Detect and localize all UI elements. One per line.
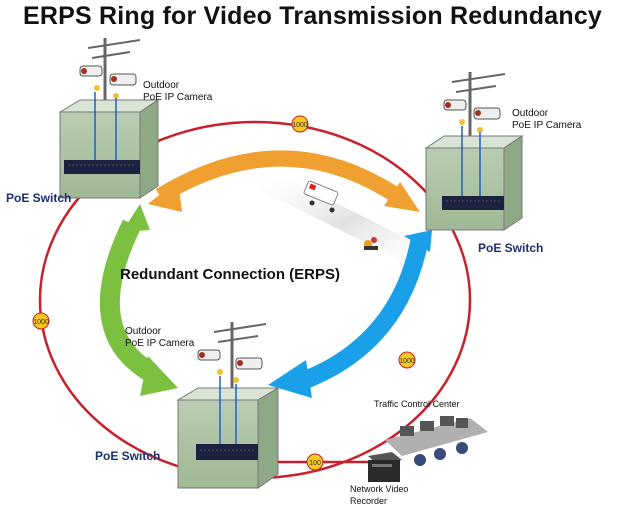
page-title: ERPS Ring for Video Transmission Redunda… bbox=[22, 2, 603, 30]
poe-switch-device bbox=[442, 196, 504, 210]
cabinet bbox=[424, 126, 524, 231]
cabinet bbox=[58, 92, 160, 199]
camera-icon bbox=[197, 349, 263, 383]
camera-label-line2: PoE IP Camera bbox=[125, 338, 195, 349]
control-center-label: Traffic Control Center bbox=[374, 399, 460, 409]
light-pole-icon bbox=[87, 38, 141, 108]
site-top-left bbox=[58, 38, 160, 199]
poe-switch-device bbox=[196, 444, 258, 460]
site-top-right bbox=[424, 72, 524, 231]
link-badge-left: 1000 bbox=[32, 312, 50, 330]
camera-label-line1: Outdoor bbox=[125, 326, 162, 337]
nvr-label-line1: Network Video bbox=[350, 484, 408, 494]
road bbox=[250, 170, 450, 270]
camera-label-line1: Outdoor bbox=[512, 108, 549, 119]
center-label: Redundant Connection (ERPS) bbox=[120, 266, 340, 283]
camera-label-line2: PoE IP Camera bbox=[512, 120, 582, 131]
control-center-icon bbox=[385, 416, 488, 466]
link-badge-top: 1000 bbox=[291, 115, 309, 133]
motorcycle-icon bbox=[364, 237, 378, 250]
link-badge-right: 1000 bbox=[398, 351, 416, 369]
poe-switch-device bbox=[64, 160, 140, 174]
link-speed-right: 1000 bbox=[399, 358, 415, 365]
nvr-label-line2: Recorder bbox=[350, 496, 387, 506]
link-speed-left: 1000 bbox=[33, 319, 49, 326]
nvr-icon bbox=[368, 452, 402, 482]
link-badge-nvr: 100 bbox=[306, 453, 324, 471]
redundant-arrow-orange bbox=[148, 150, 420, 212]
light-pole-icon bbox=[451, 72, 506, 140]
cabinet bbox=[176, 376, 280, 489]
redundant-arrow-green bbox=[99, 204, 178, 396]
camera-icon bbox=[443, 99, 501, 133]
ambulance-icon bbox=[303, 180, 339, 213]
light-pole-icon bbox=[213, 322, 267, 390]
link-speed-top: 1000 bbox=[292, 122, 308, 129]
switch-label: PoE Switch bbox=[95, 449, 160, 463]
switch-label: PoE Switch bbox=[6, 191, 71, 205]
link-speed-nvr: 100 bbox=[309, 460, 321, 467]
redundant-arrow-blue bbox=[268, 230, 432, 398]
camera-label-line1: Outdoor bbox=[143, 80, 180, 91]
site-bottom bbox=[176, 322, 280, 489]
camera-label-line2: PoE IP Camera bbox=[143, 92, 213, 103]
camera-icon bbox=[79, 65, 137, 99]
switch-label: PoE Switch bbox=[478, 241, 543, 255]
